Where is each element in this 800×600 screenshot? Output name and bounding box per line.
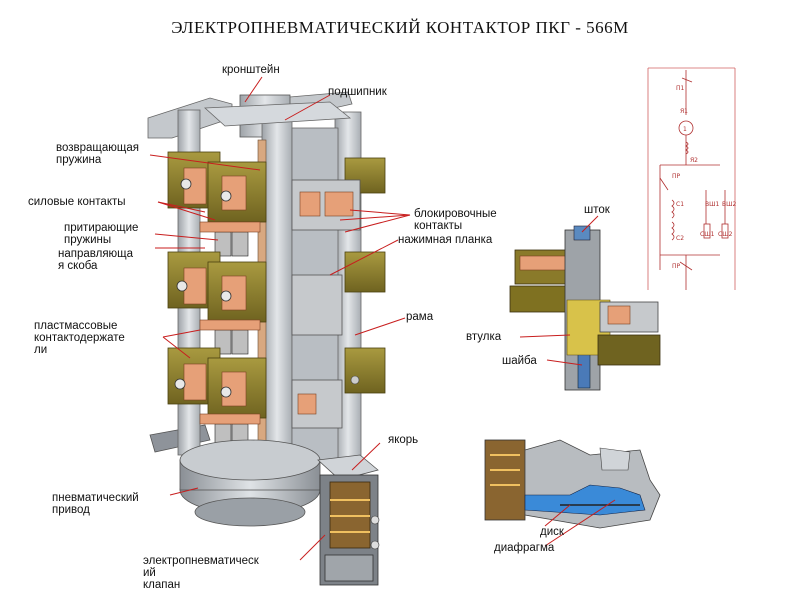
schem-label-pr-bottom: ПР	[672, 263, 681, 270]
label-pnevm-privod: пневматический привод	[52, 492, 139, 516]
section-view-diaphragm	[484, 439, 661, 529]
leader-lines	[149, 76, 616, 561]
label-disk: диск	[540, 526, 564, 538]
schem-label-vsh2: ВШ2	[722, 201, 737, 208]
armature	[317, 454, 379, 481]
schem-label-ya1: Я1	[680, 108, 688, 115]
label-vtulka: втулка	[466, 331, 502, 343]
contact-level-3	[167, 347, 267, 449]
label-nazhim-planka: нажимная планка	[398, 234, 493, 246]
label-elektro-klapan: электропневматическ ий клапан	[143, 555, 259, 591]
blocking-contact	[291, 274, 343, 336]
blocking-holder	[344, 347, 386, 394]
label-kronshtein: кронштейн	[222, 64, 280, 76]
electrical-schematic	[647, 67, 736, 290]
schematic-labels: П1 Я1 1 Я2 ПР С1 С2 ВШ1 ВШ2 СШ1 СШ2 ПР	[672, 85, 737, 270]
schem-label-csh1: СШ1	[700, 231, 715, 238]
label-podshipnik: подшипник	[328, 86, 387, 98]
electropneumatic-valve	[319, 474, 380, 586]
label-diafragma: диафрагма	[494, 542, 555, 554]
label-rama: рама	[406, 311, 434, 323]
blocking-holder	[344, 251, 386, 293]
schem-label-c2: С2	[676, 235, 684, 242]
schem-label-vsh1: ВШ1	[705, 201, 720, 208]
label-yakor: якорь	[388, 434, 419, 446]
schem-label-p1: П1	[676, 85, 685, 92]
contactor-assembly	[147, 91, 386, 586]
motor-label: 1	[683, 126, 687, 133]
label-pritir-pruzhiny: притирающие пружины	[64, 222, 139, 246]
label-shaiba: шайба	[502, 355, 537, 367]
schem-label-csh2: СШ2	[718, 231, 733, 238]
schem-label-ya2: Я2	[690, 157, 698, 164]
label-vozvr-pruzhina: возвращающая пружина	[56, 142, 139, 166]
label-napravl-skoba: направляюща я скоба	[58, 248, 134, 272]
label-blokir-kontakty: блокировочные контакты	[414, 208, 497, 232]
page-title: ЭЛЕКТРОПНЕВМАТИЧЕСКИЙ КОНТАКТОР ПКГ - 56…	[171, 18, 629, 37]
label-plastmass: пластмассовые контактодержате ли	[34, 320, 125, 356]
schem-label-c1: С1	[676, 201, 684, 208]
contact-level-2	[167, 251, 267, 355]
contact-level-1	[167, 151, 267, 257]
section-view-rod	[509, 225, 661, 391]
schem-label-pr-top: ПР	[672, 173, 681, 180]
label-silovye-kontakty: силовые контакты	[28, 196, 126, 208]
label-shtok: шток	[584, 204, 610, 216]
